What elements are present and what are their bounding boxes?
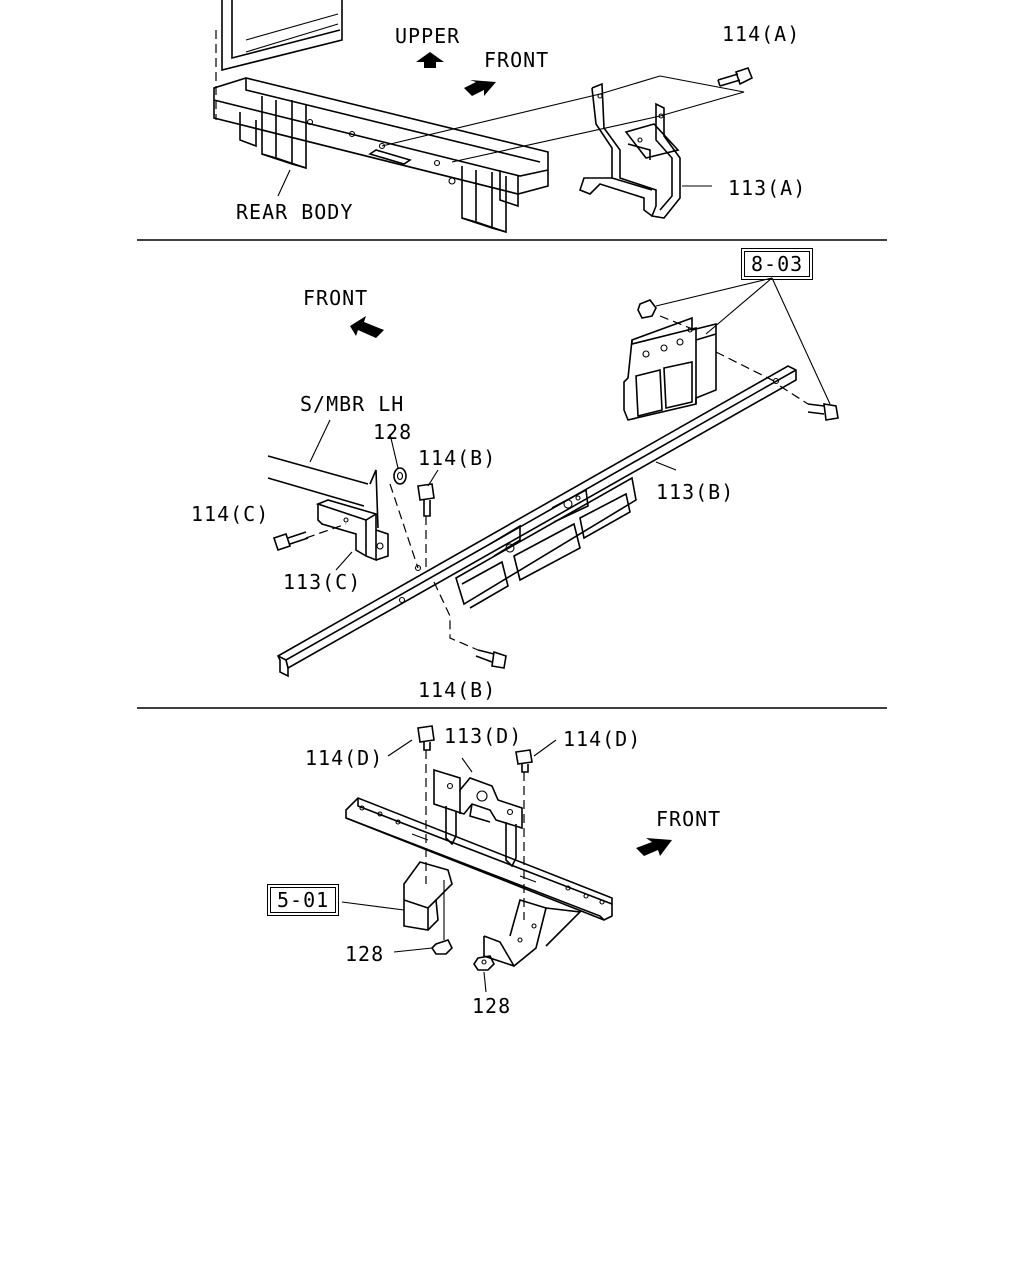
part-114b-bottom-label: 114(B) <box>418 678 497 702</box>
front-label-bottom: FRONT <box>656 807 722 831</box>
bolt-114b-bottom-icon <box>475 649 507 669</box>
front-label-mid: FRONT <box>303 286 369 310</box>
part-128-label: 128 <box>373 420 413 444</box>
bolt-114d-right-icon <box>515 749 533 773</box>
crossmember-rail <box>345 797 613 921</box>
bolt-114c-icon <box>272 531 309 552</box>
bracket-5-01 <box>403 861 453 931</box>
bracket-113a <box>579 82 681 219</box>
bolt-114b-top-icon <box>417 483 435 517</box>
nut-8-03-icon <box>637 299 657 319</box>
front-arrow-top-icon <box>464 80 496 96</box>
washer-128-icon <box>393 467 407 485</box>
ref-5-01-box: 5-01 <box>266 884 340 916</box>
front-arrow-bottom-icon <box>636 838 672 856</box>
nut-128-bottom-icon <box>473 955 495 971</box>
front-arrow-mid-icon <box>350 316 384 338</box>
upper-label: UPPER <box>395 24 461 48</box>
bolt-114a-icon <box>717 67 754 87</box>
nut-128-left-icon <box>430 939 453 955</box>
upper-arrow-icon <box>416 52 444 68</box>
part-114b-top-label: 114(B) <box>418 446 497 470</box>
front-label-top: FRONT <box>484 48 550 72</box>
part-114a-label: 114(A) <box>722 22 801 46</box>
side-member-lh <box>267 419 369 507</box>
bolt-114d-left-icon <box>417 725 435 751</box>
part-113c-label: 113(C) <box>283 570 362 594</box>
part-113d-label: 113(D) <box>444 724 523 748</box>
part-114d-left-label: 114(D) <box>305 746 384 770</box>
part-113a-label: 113(A) <box>728 176 807 200</box>
lamp-assembly <box>455 476 637 609</box>
bracket-lower-right <box>483 898 582 968</box>
part-114c-label: 114(C) <box>191 502 270 526</box>
bolt-right-icon <box>807 403 839 421</box>
control-unit <box>623 316 717 421</box>
rear-body-assembly <box>213 0 549 234</box>
part-128-bottom-label: 128 <box>472 994 512 1018</box>
bracket-113d <box>433 768 523 868</box>
part-128-left-label: 128 <box>345 942 385 966</box>
ref-8-03-box: 8-03 <box>740 248 814 280</box>
part-114d-right-label: 114(D) <box>563 727 642 751</box>
rear-body-label: REAR BODY <box>236 200 354 224</box>
member-113b <box>276 365 797 678</box>
bracket-113c <box>315 469 389 562</box>
part-113b-label: 113(B) <box>656 480 735 504</box>
smbr-label: S/MBR LH <box>300 392 405 416</box>
